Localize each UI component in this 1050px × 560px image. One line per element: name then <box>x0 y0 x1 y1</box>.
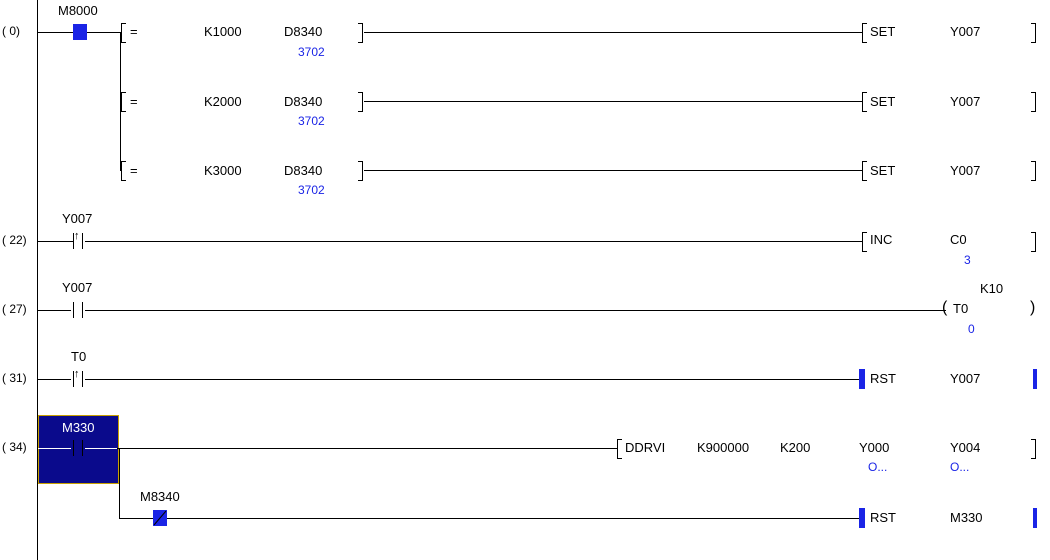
coil-bracket-close <box>1031 232 1036 252</box>
monitor-value: 3 <box>964 253 971 267</box>
step-number: ( 22) <box>2 233 27 247</box>
coil-active-edge <box>1033 369 1037 389</box>
monitor-value: O... <box>950 460 970 474</box>
compare-bracket-close <box>358 92 363 112</box>
wire <box>364 170 862 171</box>
operand-p2[interactable]: K200 <box>780 440 811 455</box>
coil-bracket-open[interactable] <box>862 23 867 43</box>
coil-device[interactable]: Y007 <box>950 371 981 386</box>
compare-op: = <box>130 163 138 178</box>
operand-s2[interactable]: D8340 <box>284 94 323 109</box>
compare-op: = <box>130 24 138 39</box>
coil-bracket-close <box>1031 92 1036 112</box>
rising-edge-contact-t0[interactable] <box>71 371 85 387</box>
compare-op: = <box>130 94 138 109</box>
left-power-rail <box>37 0 38 560</box>
contact-m330[interactable] <box>71 440 85 456</box>
compare-bracket-close <box>358 23 363 43</box>
wire <box>85 241 862 242</box>
rising-edge-arrow-icon: ↑ <box>74 230 80 242</box>
coil-instruction[interactable]: INC <box>870 232 893 247</box>
rising-edge-arrow-icon: ↑ <box>74 368 80 380</box>
wire <box>37 32 73 33</box>
wire <box>85 448 117 449</box>
compare-bracket-open[interactable] <box>121 161 126 181</box>
step-number: ( 0) <box>2 24 20 38</box>
contact-label: M330 <box>62 420 95 435</box>
coil-bracket-close <box>1031 23 1036 43</box>
step-number: ( 31) <box>2 371 27 385</box>
contact-label: Y007 <box>62 211 93 226</box>
operand-s2[interactable]: D8340 <box>284 163 323 178</box>
wire <box>38 448 71 449</box>
coil-instruction[interactable]: SET <box>870 163 896 178</box>
step-number: ( 34) <box>2 440 27 454</box>
monitor-value: 3702 <box>298 45 325 59</box>
coil-instruction[interactable]: RST <box>870 510 896 525</box>
monitor-value: O... <box>868 460 888 474</box>
coil-device[interactable]: M330 <box>950 510 983 525</box>
monitor-value: 3702 <box>298 114 325 128</box>
coil-active-edge <box>1033 508 1037 528</box>
operand-p1[interactable]: K900000 <box>697 440 750 455</box>
coil-device[interactable]: C0 <box>950 232 967 247</box>
coil-instruction[interactable]: SET <box>870 24 896 39</box>
compare-bracket-open[interactable] <box>121 23 126 43</box>
wire <box>85 379 859 380</box>
wire <box>87 32 122 33</box>
coil-active-marker[interactable] <box>859 508 865 528</box>
coil-active-marker[interactable] <box>859 369 865 389</box>
contact-label: T0 <box>71 349 87 364</box>
coil-device[interactable]: Y007 <box>950 24 981 39</box>
compare-bracket-open[interactable] <box>121 92 126 112</box>
wire <box>119 518 153 519</box>
branch-line <box>119 448 120 518</box>
coil-bracket-close <box>1031 161 1036 181</box>
instr-bracket-open[interactable] <box>617 439 622 459</box>
rising-edge-contact-y007[interactable] <box>71 233 85 249</box>
instruction-ddrvi[interactable]: DDRVI <box>625 440 666 455</box>
operand-s1[interactable]: K2000 <box>204 94 242 109</box>
coil-bracket-open[interactable] <box>862 92 867 112</box>
contact-label: M8000 <box>58 3 98 18</box>
wire <box>37 310 71 311</box>
compare-bracket-close <box>358 161 363 181</box>
timer-constant[interactable]: K10 <box>980 281 1004 296</box>
contact-m8000[interactable] <box>73 24 87 40</box>
wire <box>117 448 617 449</box>
contact-y007[interactable] <box>71 302 85 318</box>
timer-device[interactable]: T0 <box>953 301 969 316</box>
coil-bracket-open[interactable] <box>862 161 867 181</box>
timer-coil-open[interactable]: ( <box>942 299 948 316</box>
wire <box>37 241 73 242</box>
wire <box>364 32 862 33</box>
coil-device[interactable]: Y007 <box>950 163 981 178</box>
instr-bracket-close <box>1031 439 1036 459</box>
wire <box>167 518 859 519</box>
monitor-value: 0 <box>968 322 975 336</box>
selected-cell[interactable] <box>38 415 119 484</box>
step-number: ( 27) <box>2 302 27 316</box>
wire <box>364 101 862 102</box>
coil-instruction[interactable]: RST <box>870 371 896 386</box>
operand-s1[interactable]: K3000 <box>204 163 242 178</box>
wire <box>85 310 946 311</box>
operand-s2[interactable]: D8340 <box>284 24 323 39</box>
timer-coil-close: ) <box>1030 299 1036 316</box>
monitor-value: 3702 <box>298 183 325 197</box>
contact-label: Y007 <box>62 280 93 295</box>
operand-p3[interactable]: Y000 <box>859 440 890 455</box>
wire <box>37 379 71 380</box>
operand-p4[interactable]: Y004 <box>950 440 981 455</box>
slash-icon <box>153 510 167 526</box>
operand-s1[interactable]: K1000 <box>204 24 242 39</box>
contact-label: M8340 <box>140 489 180 504</box>
coil-device[interactable]: Y007 <box>950 94 981 109</box>
coil-instruction[interactable]: SET <box>870 94 896 109</box>
coil-bracket-open[interactable] <box>862 232 867 252</box>
